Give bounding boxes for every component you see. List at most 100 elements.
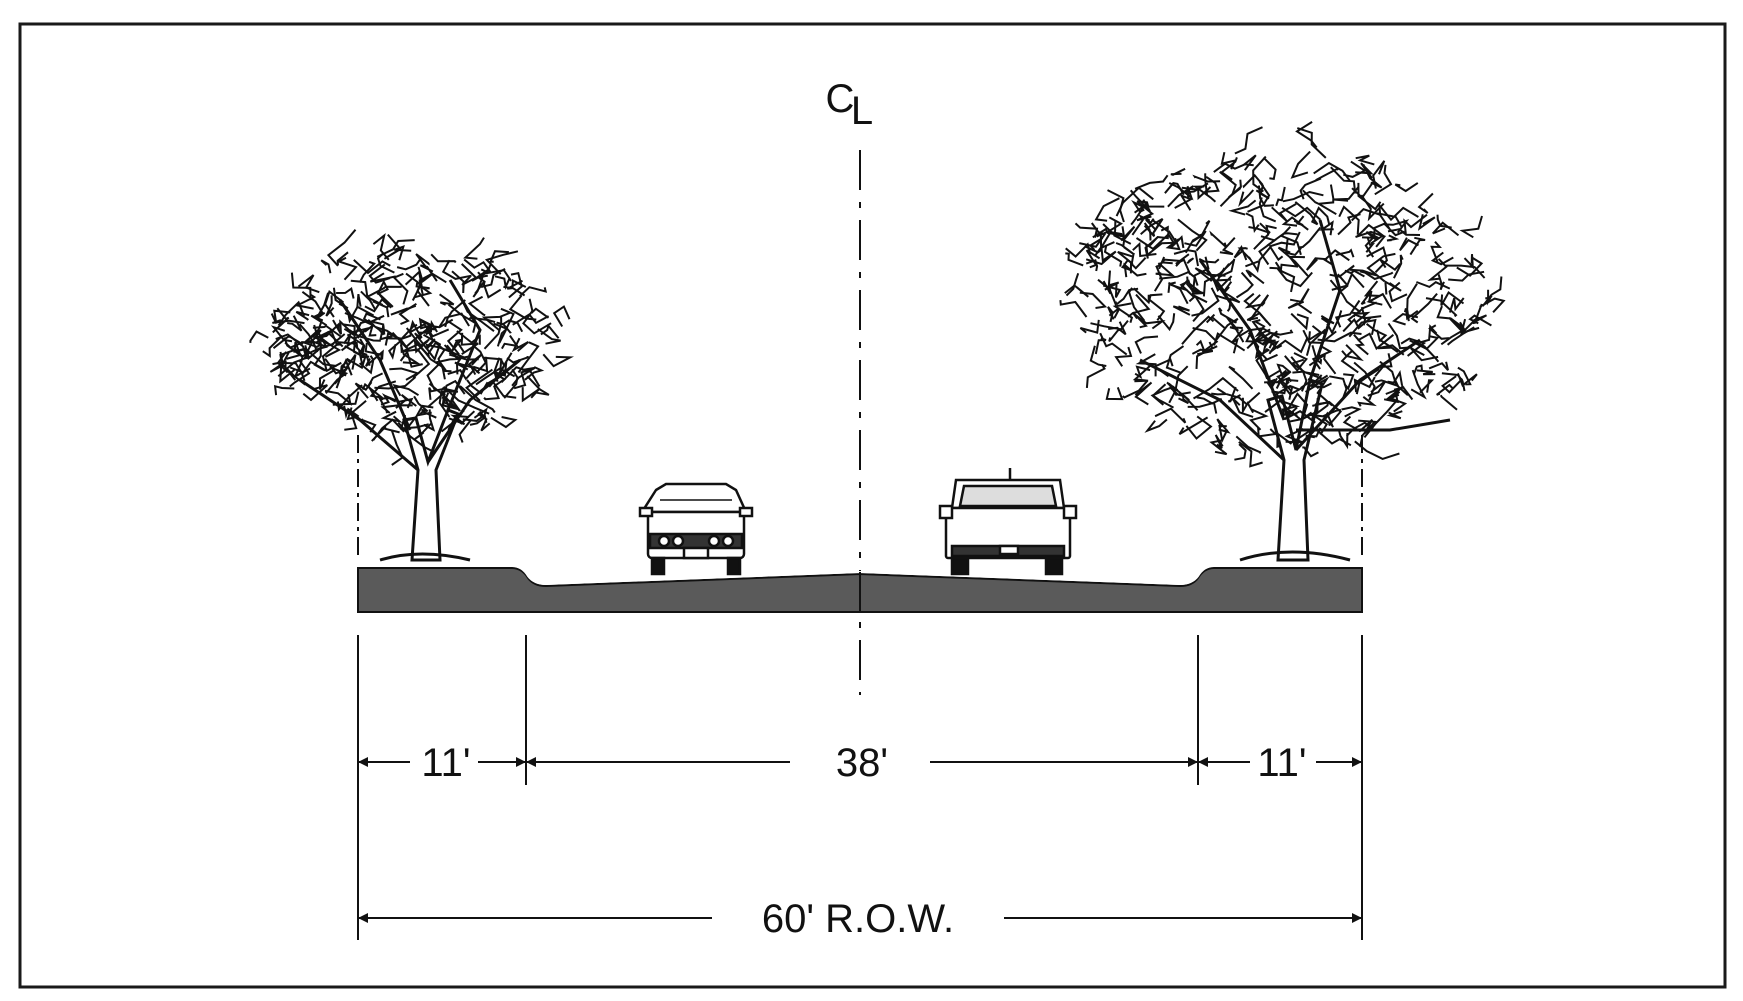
foliage-stroke [1441, 372, 1466, 392]
foliage-stroke [1218, 424, 1229, 444]
foliage-stroke [440, 410, 476, 433]
foliage-stroke [1376, 212, 1403, 229]
foliage-stroke [1085, 364, 1106, 388]
foliage-stroke [1264, 399, 1301, 413]
foliage-stroke [1174, 365, 1190, 401]
foliage-stroke [1313, 161, 1351, 182]
foliage-stroke [1282, 190, 1324, 203]
foliage-stroke [1430, 241, 1442, 263]
foliage-stroke [1245, 269, 1265, 285]
foliage-stroke [1472, 314, 1487, 325]
foliage-stroke [1258, 197, 1277, 223]
foliage-stroke [1228, 199, 1257, 216]
foliage-stroke [1103, 245, 1123, 267]
foliage-stroke [1104, 270, 1120, 291]
foliage-stroke [1403, 213, 1428, 235]
foliage-stroke [386, 323, 418, 340]
foliage-stroke [1174, 193, 1194, 211]
truck-rear-view [938, 468, 1078, 576]
drawing-frame [18, 22, 1727, 989]
foliage-stroke [290, 341, 323, 349]
foliage-stroke [485, 264, 512, 282]
foliage-stroke [378, 397, 389, 414]
foliage-stroke [297, 274, 320, 294]
foliage-stroke [1242, 173, 1264, 189]
foliage-stroke [463, 258, 492, 273]
foliage-stroke [1384, 279, 1402, 295]
foliage-stroke [1356, 223, 1385, 245]
foliage-stroke [1295, 121, 1318, 149]
foliage-stroke [1365, 323, 1388, 343]
foliage-stroke [511, 337, 530, 353]
foliage-stroke [416, 410, 437, 419]
foliage-stroke [395, 394, 417, 409]
foliage-stroke [346, 305, 375, 324]
tree-right-branch [1198, 259, 1286, 421]
foliage-stroke [477, 412, 491, 432]
foliage-stroke [1416, 281, 1451, 290]
foliage-stroke [415, 253, 430, 268]
foliage-stroke [1372, 222, 1405, 237]
foliage-stroke [1287, 255, 1305, 267]
foliage-stroke [472, 271, 484, 298]
foliage-stroke [1184, 230, 1207, 247]
foliage-stroke [1144, 418, 1168, 433]
foliage-stroke [399, 349, 423, 368]
foliage-stroke [1115, 287, 1139, 306]
foliage-stroke [273, 384, 295, 396]
foliage-stroke [1410, 292, 1438, 324]
foliage-stroke [1276, 268, 1313, 288]
foliage-stroke [336, 251, 349, 266]
foliage-stroke [1114, 346, 1133, 367]
foliage-stroke [1441, 375, 1464, 394]
foliage-stroke [1292, 370, 1320, 376]
foliage-stroke [1234, 443, 1247, 461]
foliage-stroke [1135, 232, 1176, 251]
foliage-stroke [369, 272, 397, 283]
foliage-stroke [345, 355, 367, 370]
foliage-stroke [484, 250, 519, 275]
foliage-stroke [1192, 293, 1208, 323]
foliage-stroke [1439, 394, 1458, 411]
tree-left-branch [426, 358, 521, 463]
foliage-stroke [397, 421, 434, 453]
foliage-stroke [1192, 174, 1221, 183]
foliage-stroke [415, 282, 430, 290]
foliage-stroke [1269, 337, 1309, 354]
foliage-stroke [1115, 242, 1135, 256]
foliage-stroke [1079, 291, 1108, 309]
foliage-stroke [472, 344, 487, 374]
foliage-stroke [396, 258, 422, 271]
foliage-stroke [325, 366, 349, 394]
foliage-stroke [1268, 340, 1280, 355]
foliage-stroke [430, 253, 457, 264]
foliage-stroke [1195, 339, 1218, 354]
foliage-stroke [526, 375, 550, 396]
foliage-stroke [1406, 283, 1418, 322]
foliage-stroke [475, 274, 488, 287]
foliage-stroke [1481, 276, 1503, 307]
tree-right [1059, 121, 1506, 562]
foliage-stroke [443, 344, 460, 361]
foliage-stroke [1220, 151, 1237, 170]
foliage-stroke [444, 299, 466, 328]
foliage-stroke [1131, 200, 1150, 213]
foliage-stroke [1193, 256, 1210, 286]
foliage-stroke [465, 368, 493, 402]
foliage-stroke [417, 272, 434, 286]
foliage-stroke [1178, 395, 1190, 405]
foliage-stroke [1374, 378, 1400, 388]
foliage-stroke [469, 410, 487, 426]
foliage-stroke [1166, 381, 1179, 404]
foliage-stroke [1279, 226, 1302, 256]
foliage-stroke [376, 239, 415, 258]
foliage-stroke [1134, 174, 1169, 190]
foliage-stroke [326, 229, 357, 267]
foliage-stroke [1107, 306, 1115, 323]
foliage-stroke [272, 307, 290, 334]
foliage-stroke [1232, 397, 1254, 418]
foliage-stroke [522, 309, 552, 335]
foliage-stroke [524, 366, 545, 381]
foliage-stroke [552, 305, 571, 328]
foliage-stroke [383, 233, 403, 260]
